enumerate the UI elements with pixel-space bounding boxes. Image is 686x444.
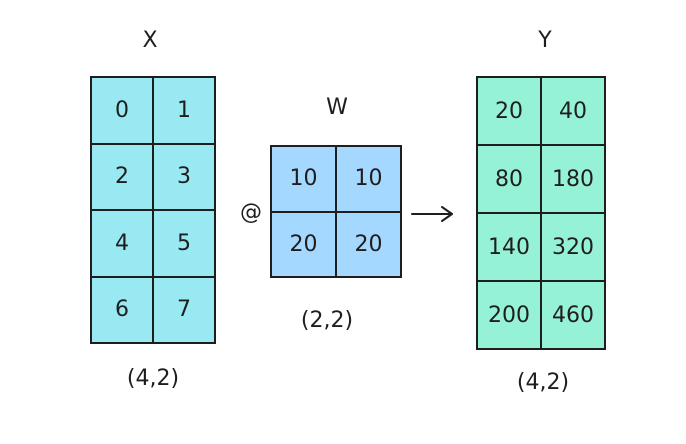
matrix-y-title: Y [538, 28, 552, 53]
y-cell: 460 [542, 282, 604, 348]
matrix-y-shape: (4,2) [516, 370, 570, 395]
x-cell: 5 [154, 211, 214, 276]
w-cell: 20 [337, 212, 400, 276]
x-cell: 0 [92, 78, 152, 143]
matrix-w-shape: (2,2) [300, 308, 354, 333]
matrix-w-title: W [326, 95, 348, 120]
y-cell: 320 [542, 214, 604, 280]
y-cell: 140 [478, 214, 540, 280]
x-cell: 1 [154, 78, 214, 143]
x-cell: 3 [154, 144, 214, 209]
w-cell: 20 [272, 212, 335, 276]
x-cell: 4 [92, 211, 152, 276]
x-cell: 6 [92, 277, 152, 342]
x-cell: 2 [92, 144, 152, 209]
matrix-x-shape: (4,2) [126, 366, 180, 391]
matmul-operator: @ [240, 200, 262, 225]
y-cell: 200 [478, 282, 540, 348]
arrow-right-icon [411, 206, 453, 222]
x-cell: 7 [154, 277, 214, 342]
y-cell: 20 [478, 78, 540, 144]
y-cell: 40 [542, 78, 604, 144]
w-cell: 10 [272, 147, 335, 211]
w-cell: 10 [337, 147, 400, 211]
y-cell: 80 [478, 146, 540, 212]
y-cell: 180 [542, 146, 604, 212]
matrix-x-title: X [142, 28, 158, 53]
